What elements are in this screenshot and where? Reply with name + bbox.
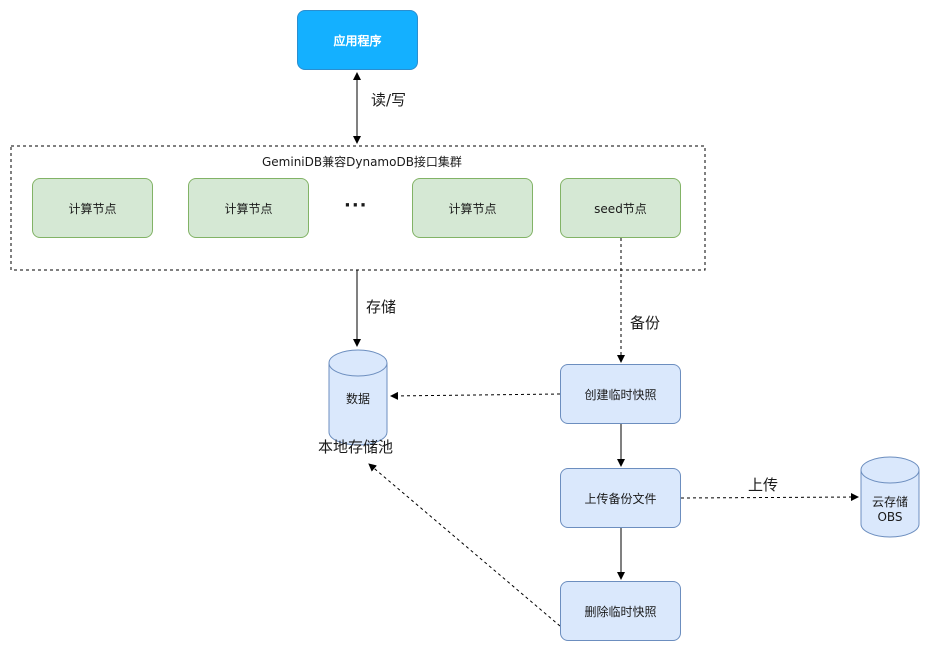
local-storage-pool-label: 本地存储池 <box>318 438 394 456</box>
delete-snapshot-label: 删除临时快照 <box>584 604 657 619</box>
read-write-label: 读/写 <box>371 91 407 109</box>
upload-backup-label: 上传备份文件 <box>584 491 657 506</box>
upload-to-cloud-arrow <box>680 493 859 502</box>
cluster-title: GeminiDB兼容DynamoDB接口集群 <box>262 155 462 169</box>
data-cylinder[interactable] <box>328 349 388 446</box>
seed-node[interactable]: seed节点 <box>560 178 681 238</box>
cloud-obs-label: 云存储 OBS <box>871 495 908 524</box>
upload-label: 上传 <box>748 476 779 494</box>
seed-node-label: seed节点 <box>594 201 647 216</box>
compute-node-label: 计算节点 <box>448 201 497 216</box>
compute-node-label: 计算节点 <box>224 201 273 216</box>
backup-label: 备份 <box>630 314 661 332</box>
compute-node[interactable]: 计算节点 <box>412 178 533 238</box>
cluster-border <box>10 145 706 271</box>
create-snapshot-node[interactable]: 创建临时快照 <box>560 364 681 424</box>
delete-to-pool-arrow <box>368 463 561 627</box>
app-node[interactable]: 应用程序 <box>297 10 418 70</box>
ellipsis: ··· <box>344 195 368 216</box>
storage-label: 存储 <box>366 298 397 316</box>
create-snapshot-label: 创建临时快照 <box>584 387 657 402</box>
app-node-label: 应用程序 <box>333 33 382 48</box>
compute-node[interactable]: 计算节点 <box>32 178 153 238</box>
data-label: 数据 <box>345 392 370 406</box>
delete-snapshot-node[interactable]: 删除临时快照 <box>560 581 681 641</box>
compute-node-label: 计算节点 <box>68 201 117 216</box>
snapshot-to-data-arrow <box>390 391 561 400</box>
compute-node[interactable]: 计算节点 <box>188 178 309 238</box>
cloud-obs-cylinder[interactable] <box>860 456 920 538</box>
upload-backup-node[interactable]: 上传备份文件 <box>560 468 681 528</box>
